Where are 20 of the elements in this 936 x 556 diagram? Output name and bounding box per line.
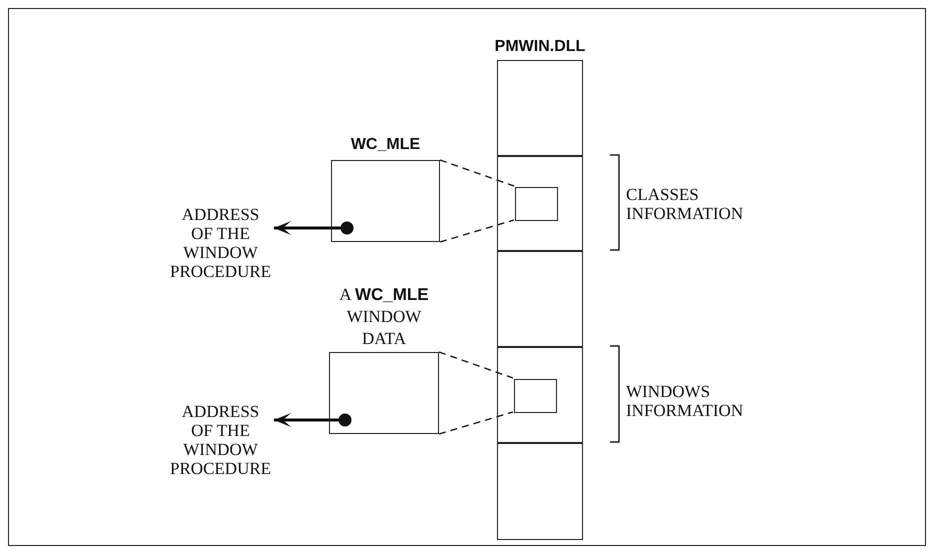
note-text: ADDRESS OF THE WINDOW PROCEDURE bbox=[170, 402, 271, 478]
projection-line bbox=[440, 159, 514, 187]
node-title: WC_MLE bbox=[350, 135, 422, 155]
projection-line bbox=[438, 411, 514, 435]
pointer-arrow bbox=[274, 221, 354, 235]
node-title: A WC_MLE WINDOW DATA bbox=[338, 284, 430, 350]
node-title: PMWIN.DLL bbox=[494, 37, 586, 57]
memory-segment bbox=[497, 442, 583, 540]
data-block bbox=[514, 379, 557, 413]
memory-segment bbox=[497, 155, 583, 252]
pointer-arrow bbox=[274, 413, 352, 427]
memory-segment bbox=[497, 60, 583, 156]
note-text: ADDRESS OF THE WINDOW PROCEDURE bbox=[170, 205, 271, 281]
memory-segment bbox=[497, 346, 583, 444]
data-block bbox=[515, 187, 558, 221]
region-label: CLASSES INFORMATION bbox=[626, 185, 744, 223]
projection-line bbox=[438, 351, 514, 379]
memory-segment bbox=[497, 250, 583, 348]
projection-line bbox=[440, 219, 514, 243]
region-label: WINDOWS INFORMATION bbox=[626, 382, 744, 420]
